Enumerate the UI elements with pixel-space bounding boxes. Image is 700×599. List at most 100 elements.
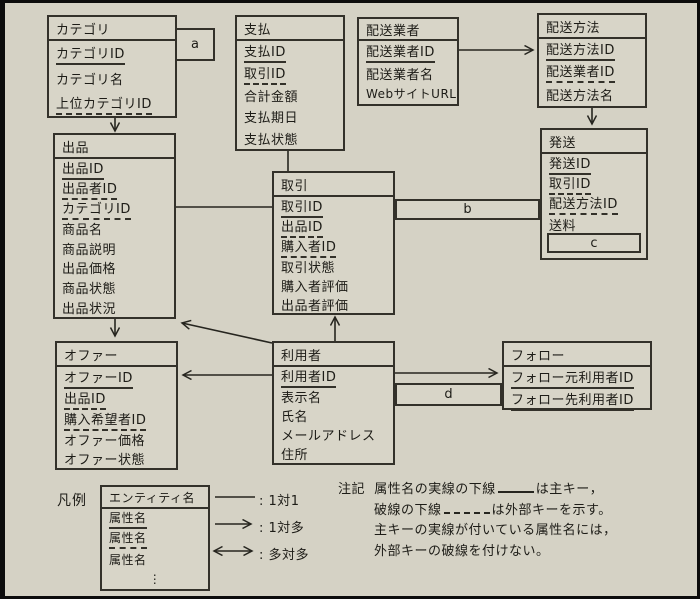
- attr-row: 発送ID: [542, 153, 646, 175]
- attr-label: 取引ID: [244, 63, 286, 85]
- attr-row: 配送方法ID: [542, 193, 646, 215]
- attr-label: 商品状態: [62, 282, 117, 298]
- attr-row: 配送方法ID: [539, 39, 645, 62]
- legend-attr-row: 属性名: [102, 509, 208, 529]
- legend-attr-row: 属性名: [102, 529, 208, 549]
- attr-label: 商品名: [62, 223, 103, 239]
- attr-label: オファー状態: [64, 453, 146, 468]
- attr-row: 購入者ID: [274, 237, 393, 258]
- attr-label: 取引状態: [281, 261, 336, 276]
- attr-label: 購入者評価: [281, 280, 349, 295]
- attr-label: カテゴリID: [62, 198, 131, 220]
- attr-row: 取引ID: [237, 63, 343, 85]
- attr-label: 取引ID: [281, 196, 323, 218]
- note-line1-pre: 属性名の実線の下線: [374, 482, 496, 497]
- note-block: 注記 属性名の実線の下線は主キー， 破線の下線 は外部キーを示す。 主キーの実線が…: [338, 480, 683, 562]
- attr-row: 購入希望者ID: [57, 409, 176, 431]
- note-line2-post: は外部キーを示す。: [491, 502, 612, 518]
- attr-label: 取引ID: [549, 173, 591, 195]
- entity-carrier-title: 配送業者: [359, 19, 457, 41]
- attr-row: 出品ID: [55, 158, 174, 180]
- attr-label: 支払状態: [244, 132, 299, 148]
- attr-label: 配送方法ID: [546, 39, 615, 62]
- entity-payment: 支払 支払ID 取引ID 合計金額 支払期日 支払状態: [235, 15, 345, 151]
- attr-label: 配送方法ID: [549, 193, 618, 215]
- placeholder-box-c: c: [547, 233, 641, 253]
- attr-row: 出品ID: [57, 388, 176, 410]
- attr-row: 出品ID: [274, 216, 393, 238]
- legend-one-to-one-label: : 1対1: [259, 494, 300, 509]
- attr-row: オファー価格: [57, 430, 176, 449]
- entity-category-title: カテゴリ: [49, 17, 175, 41]
- legend-many-to-many-label: : 多対多: [259, 548, 310, 563]
- attr-label: 配送業者ID: [546, 61, 615, 84]
- attr-label: 利用者ID: [281, 366, 337, 388]
- legend-label: 凡例: [57, 493, 87, 509]
- entity-shipping-method: 配送方法 配送方法ID 配送業者ID 配送方法名: [537, 13, 647, 108]
- placeholder-box-d: d: [395, 383, 502, 406]
- attr-row: 支払期日: [237, 106, 343, 127]
- attr-row: 支払ID: [237, 41, 343, 63]
- attr-row: 配送業者名: [359, 63, 457, 84]
- attr-row: WebサイトURL: [359, 84, 457, 105]
- attr-label: 出品状況: [62, 301, 117, 317]
- attr-row: 取引状態: [274, 257, 393, 276]
- note-line2-pre: 破線の下線: [374, 502, 442, 518]
- attr-row: オファー状態: [57, 449, 176, 468]
- entity-shipping-method-title: 配送方法: [539, 15, 645, 39]
- note-line-3: 主キーの実線が付いている属性名には，: [374, 523, 617, 538]
- attr-row: 上位カテゴリID: [49, 91, 175, 116]
- entity-follow-title: フォロー: [504, 343, 650, 367]
- legend-one-to-many-label: : 1対多: [259, 521, 305, 536]
- attr-label: フォロー先利用者ID: [511, 389, 634, 411]
- attr-label: メールアドレス: [281, 429, 376, 444]
- entity-user-title: 利用者: [274, 343, 393, 367]
- attr-row: 商品説明: [55, 239, 174, 259]
- attr-label: WebサイトURL: [366, 87, 457, 102]
- attr-row: 取引ID: [542, 173, 646, 195]
- entity-transaction: 取引 取引ID 出品ID 購入者ID 取引状態 購入者評価 出品者評価: [272, 171, 395, 315]
- attr-row: 住所: [274, 444, 393, 463]
- attr-row: 出品者評価: [274, 295, 393, 314]
- attr-label: 配送方法名: [546, 89, 614, 105]
- attr-label: オファーID: [64, 367, 133, 389]
- attr-label: 氏名: [281, 410, 309, 425]
- attr-row: カテゴリID: [49, 41, 175, 66]
- attr-label: 配送業者名: [366, 67, 434, 83]
- legend-attr-row: 属性名: [102, 549, 208, 569]
- attr-label: 出品者ID: [62, 178, 118, 200]
- attr-row: 合計金額: [237, 85, 343, 106]
- entity-category: カテゴリ カテゴリID カテゴリ名 上位カテゴリID: [47, 15, 177, 118]
- attr-label: 発送ID: [549, 153, 591, 175]
- legend-attr-fk: 属性名: [109, 529, 147, 549]
- legend-attr-plain: 属性名: [109, 552, 147, 567]
- entity-listing-title: 出品: [55, 135, 174, 159]
- attr-label: 商品説明: [62, 242, 117, 258]
- entity-listing: 出品 出品ID 出品者ID カテゴリID 商品名 商品説明 出品価格 商品状態 …: [53, 133, 176, 319]
- attr-label: カテゴリ名: [56, 73, 124, 88]
- legend-entity-box: エンティティ名 属性名 属性名 属性名 ⋮: [100, 485, 210, 591]
- attr-label: 出品ID: [62, 158, 104, 180]
- note-line-2: 破線の下線 は外部キーを示す。: [338, 501, 683, 522]
- attr-label: 上位カテゴリID: [56, 93, 152, 115]
- attr-row: 出品者ID: [55, 178, 174, 200]
- entity-carrier: 配送業者 配送業者ID 配送業者名 WebサイトURL: [357, 17, 459, 106]
- attr-label: 配送業者ID: [366, 41, 435, 63]
- rel-user-listing-arrow: [182, 323, 273, 344]
- attr-row: 出品状況: [55, 297, 174, 317]
- attr-row: 購入者評価: [274, 276, 393, 295]
- note-line-1: 注記 属性名の実線の下線は主キー，: [338, 480, 683, 501]
- attr-row: 配送業者ID: [539, 61, 645, 84]
- attr-label: 表示名: [281, 391, 322, 406]
- attr-row: オファーID: [57, 367, 176, 389]
- attr-row: メールアドレス: [274, 425, 393, 444]
- placeholder-box-b: b: [395, 199, 540, 220]
- entity-user: 利用者 利用者ID 表示名 氏名 メールアドレス 住所: [272, 341, 395, 465]
- note-label: 注記: [338, 482, 366, 497]
- attr-label: カテゴリID: [56, 43, 125, 65]
- attr-row: 取引ID: [274, 196, 393, 218]
- attr-label: 出品ID: [281, 216, 323, 238]
- attr-row: カテゴリID: [55, 198, 174, 220]
- legend-entity-title: エンティティ名: [102, 487, 208, 509]
